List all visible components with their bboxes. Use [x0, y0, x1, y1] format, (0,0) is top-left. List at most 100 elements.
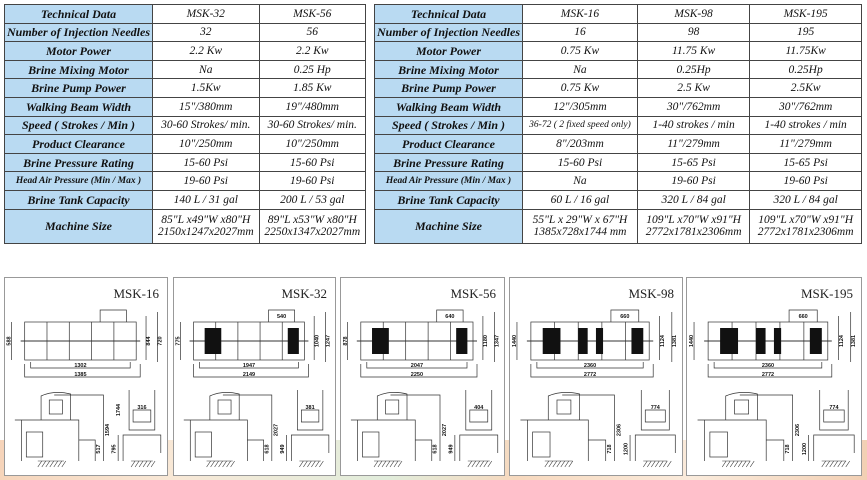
- top-view-pipe: [788, 309, 818, 322]
- ground-hatch: [130, 460, 156, 468]
- dimension-label: 640: [445, 314, 454, 320]
- dimension-label: 949: [448, 444, 454, 453]
- front-view: [183, 392, 264, 461]
- header-label: Technical Data: [4, 4, 153, 24]
- spec-label: Brine Pump Power: [4, 78, 153, 98]
- side-view: [454, 390, 499, 461]
- spec-value: 60 L / 16 gal: [522, 189, 638, 210]
- spec-value: 1-40 strokes / min: [636, 115, 751, 136]
- dimension-lines: [693, 312, 852, 378]
- cabinet-door: [362, 431, 380, 458]
- spec-value: 19-60 Psi: [636, 171, 751, 191]
- dimension-label: 718: [607, 444, 613, 453]
- side-view: [286, 390, 330, 461]
- model-title: MSK-98: [628, 286, 674, 301]
- control-panel-window: [556, 399, 572, 415]
- dimension-label: 381: [306, 405, 315, 411]
- spec-label: Speed ( Strokes / Min ): [374, 115, 523, 136]
- ground-hatch: [821, 460, 850, 468]
- spec-value: 15"/380mm: [152, 96, 260, 117]
- dimension-label: 2250: [411, 372, 423, 378]
- front-view: [14, 392, 96, 461]
- dimension-label: 774: [829, 405, 839, 411]
- control-panel-window: [734, 399, 749, 415]
- spec-value: 56: [258, 22, 366, 43]
- needle-head-block: [773, 328, 782, 354]
- size-line: 109"L x70"W x91"H: [646, 214, 741, 227]
- spec-value: 30-60 Strokes/ min.: [258, 115, 366, 136]
- size-line: 85"L x49"W x80"H: [161, 214, 251, 227]
- side-view: [117, 390, 162, 461]
- dimension-label: 1302: [74, 363, 86, 369]
- control-panel-window: [217, 399, 232, 415]
- dimension-label: 1347: [495, 335, 501, 347]
- size-line: 2772x1781x2306mm: [757, 226, 854, 239]
- needle-head-block: [720, 328, 739, 354]
- spec-label: Number of Injection Needles: [374, 22, 523, 43]
- spec-value: 15-60 Psi: [152, 152, 260, 173]
- spec-value: 11"/279mm: [636, 134, 751, 154]
- spec-label: Number of Injection Needles: [4, 22, 153, 43]
- needle-head-block: [755, 328, 766, 354]
- needle-head-block: [542, 328, 561, 354]
- control-panel-window: [385, 399, 400, 415]
- side-view: [629, 390, 676, 461]
- spec-value: 0.25 Hp: [258, 59, 366, 80]
- needle-head-block: [578, 328, 588, 354]
- dimension-label: 588: [7, 336, 13, 345]
- spec-value: 11.75 Kw: [636, 41, 751, 61]
- spec-value: 15-60 Psi: [258, 152, 366, 173]
- spec-value: 36-72 ( 2 fixed speed only): [522, 115, 638, 136]
- spec-value: 8"/203mm: [522, 134, 638, 154]
- spec-value: 30"/762mm: [636, 96, 751, 117]
- dimension-label: 1947: [243, 363, 255, 369]
- needle-head-block: [287, 328, 299, 354]
- dimension-label: 2772: [762, 372, 774, 378]
- spec-value: 0.25Hp: [636, 59, 751, 80]
- spec-value: 19-60 Psi: [152, 171, 260, 191]
- spec-label: Head Air Pressure (Min / Max ): [374, 171, 523, 191]
- table-row: Speed ( Strokes / Min )36-72 ( 2 fixed s…: [374, 115, 862, 136]
- dimension-lines: [347, 312, 495, 378]
- control-panel-window: [48, 399, 63, 415]
- spec-label: Speed ( Strokes / Min ): [4, 115, 153, 136]
- dimension-label: 1247: [326, 335, 332, 347]
- needle-head-block: [372, 328, 389, 354]
- model-header: MSK-98: [636, 4, 751, 24]
- spec-value: 30"/762mm: [749, 96, 862, 117]
- needle-head-block: [595, 328, 604, 354]
- model-header: MSK-16: [522, 4, 638, 24]
- header-label: Technical Data: [374, 4, 523, 24]
- dimension-label: 1180: [483, 335, 489, 347]
- dimension-label: 774: [651, 405, 661, 411]
- spec-label: Machine Size: [4, 208, 153, 244]
- size-line: 109"L x70"W x91"H: [758, 214, 854, 227]
- spec-value: Na: [152, 59, 260, 80]
- spec-label: Walking Beam Width: [4, 96, 153, 117]
- dimension-lines: [11, 312, 158, 378]
- dimension-label: 1124: [839, 334, 845, 347]
- dimension-label: 517: [96, 444, 102, 453]
- spec-value: 19-60 Psi: [749, 171, 862, 191]
- top-view-pipe: [610, 309, 640, 322]
- top-view-pipe: [99, 309, 127, 322]
- spec-value: 98: [636, 22, 751, 43]
- spec-label: Head Air Pressure (Min / Max ): [4, 171, 153, 191]
- ground-hatch: [721, 460, 755, 468]
- spec-value: Na: [522, 59, 638, 80]
- dimension-label: 1381: [672, 335, 678, 347]
- spec-label: Motor Power: [374, 41, 523, 61]
